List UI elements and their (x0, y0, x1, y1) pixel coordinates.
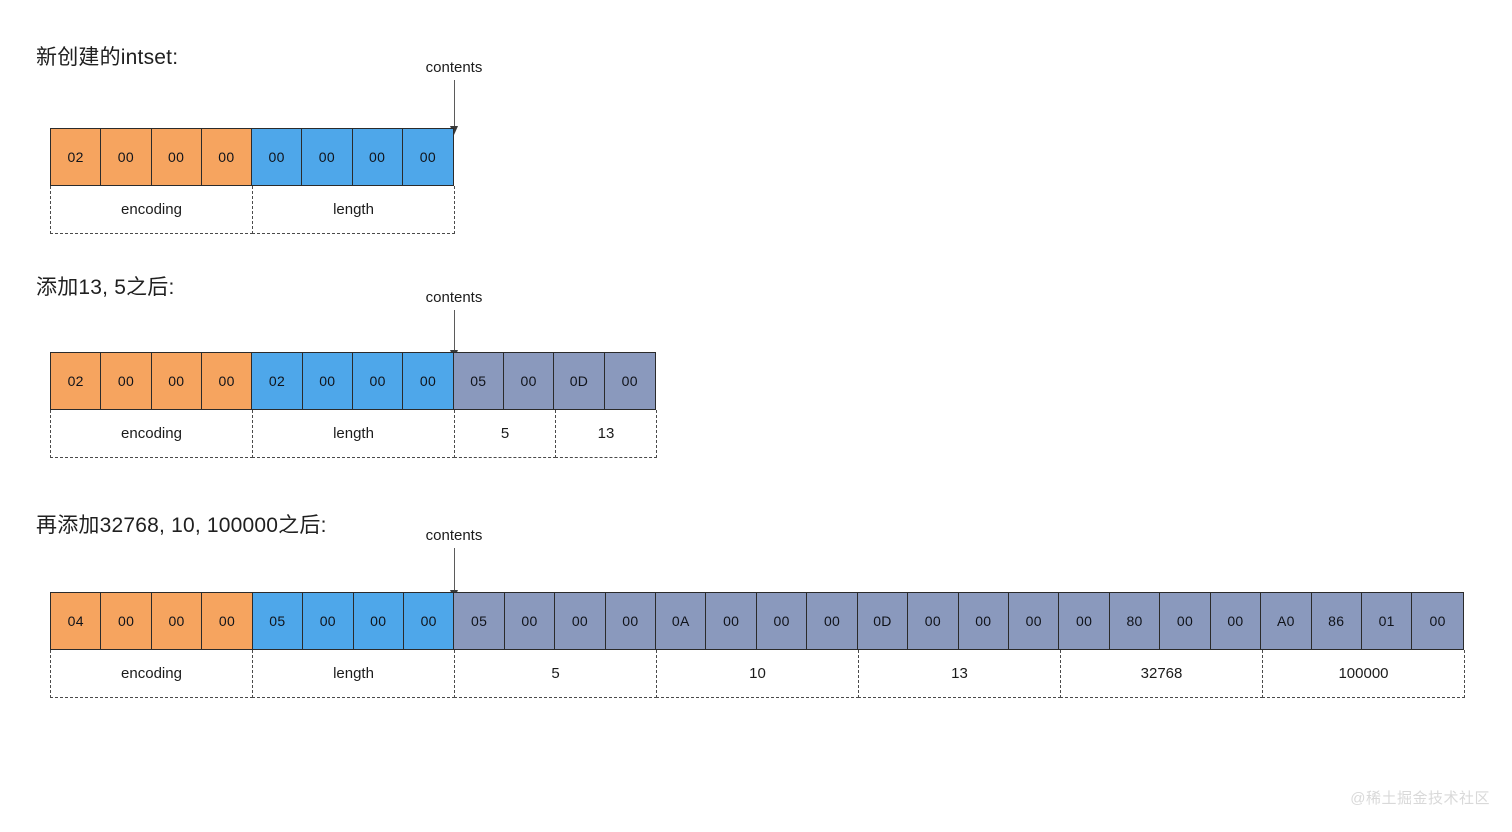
field-bracket: 100000 (1262, 650, 1465, 698)
byte-cell-contents: 00 (908, 593, 959, 649)
byte-cell-encoding: 00 (101, 593, 152, 649)
byte-cell-contents: 00 (605, 593, 657, 649)
byte-cell-encoding: 00 (101, 353, 152, 409)
contents-pointer-arrow-2 (450, 310, 458, 359)
byte-cell-length: 00 (302, 129, 353, 185)
byte-cell-contents: 00 (1059, 593, 1110, 649)
byte-cell-contents: 00 (604, 353, 655, 409)
byte-cell-encoding: 00 (201, 129, 252, 185)
byte-cell-encoding: 00 (151, 129, 202, 185)
byte-cell-contents: 00 (1210, 593, 1262, 649)
field-bracket: 5 (454, 410, 556, 458)
byte-cell-contents: 86 (1311, 593, 1362, 649)
field-bracket: 13 (555, 410, 657, 458)
byte-cell-contents: 00 (503, 353, 555, 409)
byte-cell-contents: 00 (555, 593, 606, 649)
byte-cell-length: 00 (403, 353, 454, 409)
byte-cell-encoding: 00 (201, 353, 253, 409)
byte-cell-length: 00 (402, 129, 453, 185)
byte-cell-contents: A0 (1261, 593, 1312, 649)
byte-cell-length: 00 (302, 353, 353, 409)
watermark: @稀土掘金技术社区 (1350, 790, 1490, 807)
contents-pointer-arrow-3 (450, 548, 458, 599)
field-bracket: encoding (50, 650, 253, 698)
field-bracket: length (252, 410, 455, 458)
contents-pointer-label-1: contents (425, 59, 483, 76)
field-bracket: 5 (454, 650, 657, 698)
byte-cell-encoding: 00 (151, 593, 203, 649)
contents-pointer-label-2: contents (425, 289, 483, 306)
byte-cell-contents: 00 (756, 593, 808, 649)
field-bracket: length (252, 186, 455, 234)
byte-cell-contents: 00 (706, 593, 757, 649)
contents-pointer-arrow-1 (450, 80, 458, 135)
section-title-1: 新创建的intset: (36, 46, 179, 69)
byte-cell-contents: 00 (1009, 593, 1060, 649)
byte-cell-contents: 00 (958, 593, 1010, 649)
byte-cell-length: 05 (252, 593, 304, 649)
byte-cell-contents: 00 (1160, 593, 1211, 649)
section-title-2: 添加13, 5之后: (36, 276, 175, 299)
byte-cell-contents: 05 (453, 353, 504, 409)
byte-cell-contents: 00 (1412, 593, 1463, 649)
byte-cell-contents: 0D (554, 353, 605, 409)
byte-cell-contents: 0A (656, 593, 707, 649)
field-bracket: length (252, 650, 455, 698)
byte-cell-length: 00 (352, 129, 403, 185)
field-bracket: 32768 (1060, 650, 1263, 698)
byte-cell-encoding: 00 (151, 353, 202, 409)
field-bracket: 13 (858, 650, 1061, 698)
byte-cell-encoding: 02 (51, 129, 102, 185)
byte-cell-length: 00 (252, 129, 303, 185)
byte-cell-length: 00 (352, 353, 404, 409)
byte-cell-encoding: 00 (202, 593, 253, 649)
byte-cell-contents: 80 (1109, 593, 1161, 649)
byte-cell-length: 00 (303, 593, 354, 649)
byte-cell-contents: 0D (857, 593, 909, 649)
field-bracket: encoding (50, 410, 253, 458)
byte-cell-encoding: 02 (51, 353, 102, 409)
section-title-3: 再添加32768, 10, 100000之后: (36, 514, 327, 537)
contents-pointer-label-3: contents (425, 527, 483, 544)
byte-cell-length: 00 (403, 593, 455, 649)
byte-cell-contents: 01 (1361, 593, 1413, 649)
byte-cell-length: 00 (353, 593, 404, 649)
byte-cell-contents: 00 (504, 593, 556, 649)
byte-cell-length: 02 (252, 353, 303, 409)
byte-cell-contents: 00 (807, 593, 858, 649)
field-bracket: encoding (50, 186, 253, 234)
byte-cell-encoding: 04 (51, 593, 102, 649)
field-bracket: 10 (656, 650, 859, 698)
byte-cell-encoding: 00 (101, 129, 152, 185)
byte-cell-contents: 05 (454, 593, 505, 649)
